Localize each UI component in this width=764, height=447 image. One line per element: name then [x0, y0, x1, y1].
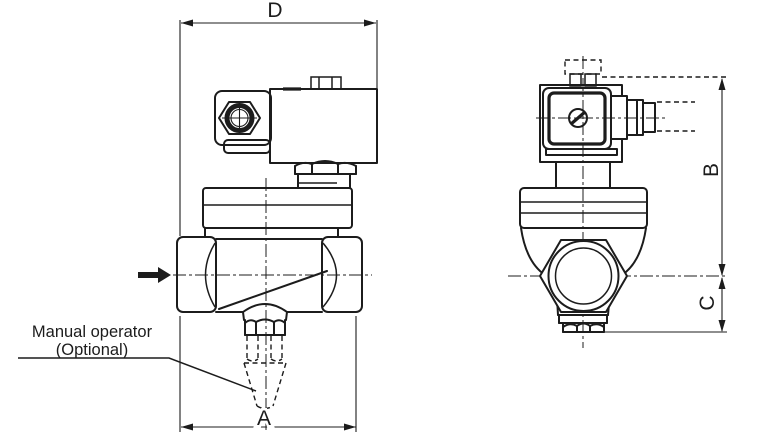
arrowhead-left	[181, 423, 193, 431]
dimension-b-label: B	[700, 163, 723, 177]
inlet-port	[176, 236, 217, 313]
side-coil	[539, 59, 623, 163]
arrowhead-right	[344, 423, 356, 431]
connector-screw	[568, 108, 588, 128]
manual-operator-annotation: Manual operator (Optional)	[18, 323, 257, 392]
arrowhead-up	[718, 78, 726, 90]
coil-mounting-nut	[294, 160, 357, 189]
side-valve-body	[520, 227, 647, 316]
operator-cone-right	[272, 362, 287, 407]
leader-line	[18, 357, 257, 392]
annotation-line1: Manual operator	[32, 323, 153, 341]
coil-top-terminal	[310, 76, 342, 90]
outlet-port	[321, 236, 363, 313]
dimension-a: A	[179, 316, 357, 433]
gland-hex-nut	[218, 101, 261, 135]
cable-gland	[610, 95, 695, 140]
dimension-d: D	[179, 0, 378, 236]
port-hex-boss	[539, 239, 628, 313]
outlet-port-seat-arc	[322, 242, 338, 308]
dimension-c-label: C	[696, 295, 719, 310]
arrowhead-left	[181, 19, 193, 27]
dimension-a-label: A	[257, 407, 271, 430]
front-view: D A Manual operator (Optional)	[18, 0, 378, 433]
connector-box	[214, 90, 272, 154]
hidden-plug-outline	[564, 59, 602, 75]
arrowhead-up	[718, 277, 726, 289]
connector-base-plate	[545, 148, 618, 156]
bottom-boss-dome	[242, 303, 288, 313]
din-connector-cover	[547, 91, 607, 146]
valve-bonnet	[202, 187, 353, 229]
terminal-tab	[584, 73, 597, 87]
port-thread	[554, 247, 613, 305]
flow-direction-arrow	[138, 267, 171, 283]
arrowhead-right	[364, 19, 376, 27]
annotation-line2: (Optional)	[56, 341, 128, 359]
screw-slot	[569, 110, 587, 126]
solenoid-coil	[269, 76, 378, 164]
dimension-d-label: D	[267, 0, 282, 22]
dimension-b: B	[602, 76, 727, 276]
port-opening	[547, 240, 620, 312]
terminal-tab	[569, 73, 582, 87]
bottom-hex-nut	[244, 318, 286, 336]
side-bottom-nut	[558, 314, 608, 333]
seat-partition-line	[218, 270, 328, 310]
side-bonnet	[519, 161, 648, 229]
arrowhead-down	[718, 264, 726, 276]
arrowhead-down	[718, 320, 726, 332]
valve-body	[176, 227, 363, 321]
inlet-port-seat-arc	[204, 242, 216, 308]
dimension-c: C	[605, 277, 727, 333]
side-view: B C	[508, 56, 727, 348]
operator-cone-left	[243, 362, 258, 407]
manual-operator	[243, 336, 287, 410]
